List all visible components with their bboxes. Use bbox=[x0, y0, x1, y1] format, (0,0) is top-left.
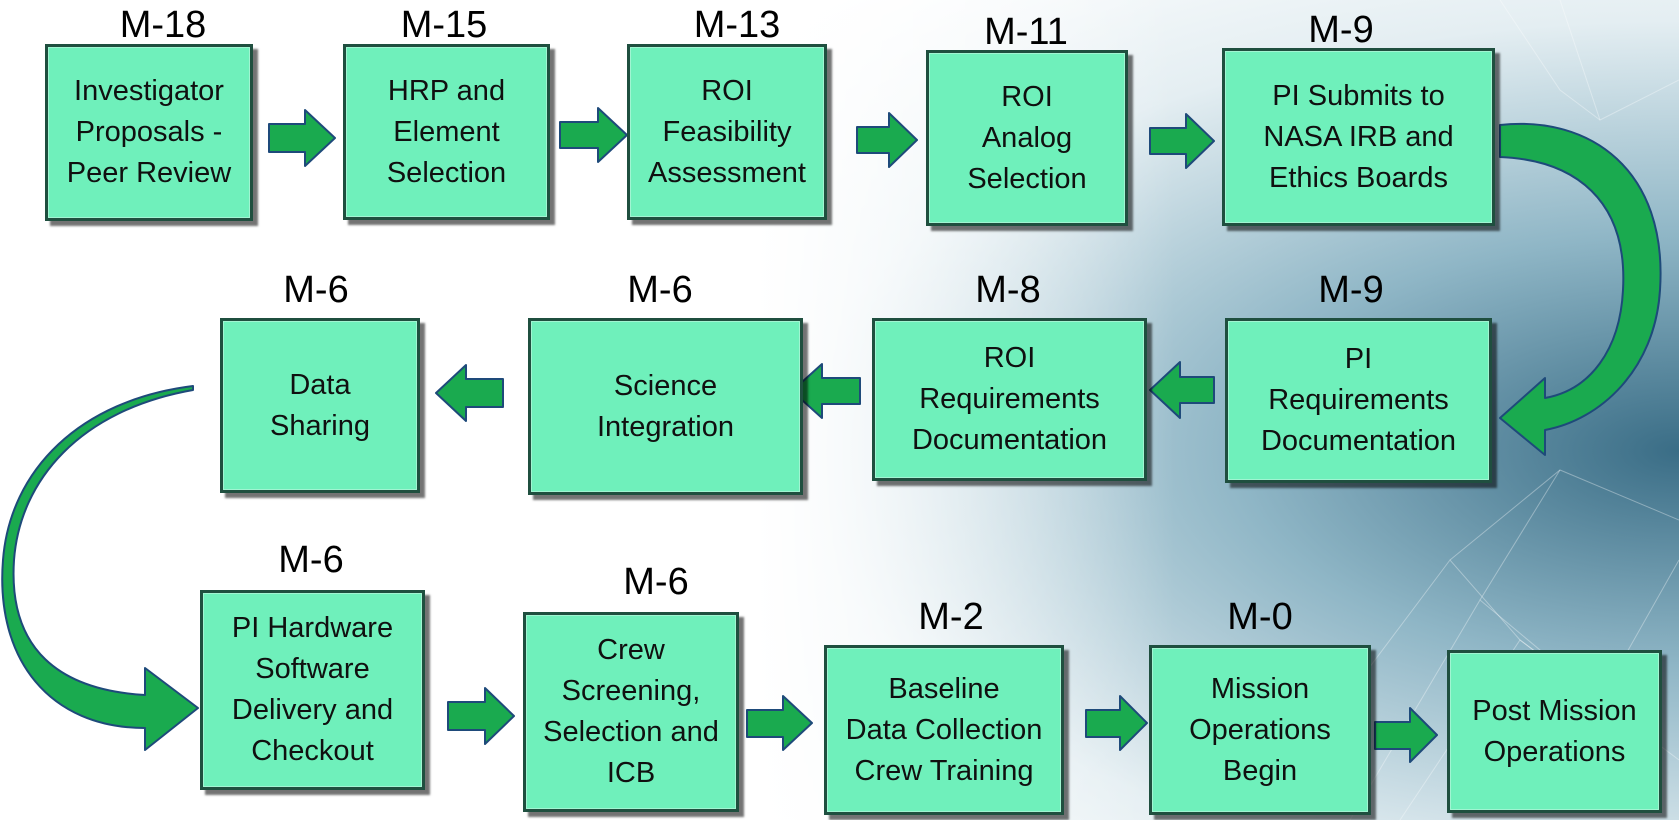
step-line: Investigator bbox=[74, 75, 224, 107]
step-line: Checkout bbox=[251, 735, 374, 767]
step-box-investigator-proposals: Investigator Proposals - Peer Review bbox=[45, 44, 253, 221]
step-text: Crew Screening, Selection and ICB bbox=[543, 630, 719, 794]
step-text: ROI Analog Selection bbox=[967, 77, 1086, 200]
step-box-baseline-data-collection: Baseline Data Collection Crew Training bbox=[824, 645, 1064, 815]
step-line: Data Collection bbox=[845, 713, 1043, 746]
step-text: PI Requirements Documentation bbox=[1261, 339, 1456, 462]
milestone-label: M-9 bbox=[1318, 269, 1384, 311]
step-line: Assessment bbox=[648, 156, 806, 189]
arrow-left-icon bbox=[435, 364, 504, 422]
step-line: Science bbox=[613, 369, 718, 402]
arrow-right-icon bbox=[559, 107, 628, 163]
step-box-pi-requirements: PI Requirements Documentation bbox=[1225, 318, 1492, 483]
step-line: Baseline bbox=[888, 672, 1000, 705]
step-line: Operations bbox=[1483, 735, 1626, 768]
arrow-left-icon bbox=[1149, 361, 1215, 419]
milestone-label: M-13 bbox=[693, 4, 781, 46]
step-line: Operations bbox=[1189, 713, 1331, 746]
step-box-roi-feasibility: ROI Feasibility Assessment bbox=[627, 44, 827, 220]
step-line: Feasibility bbox=[662, 115, 792, 148]
step-line: ROI bbox=[983, 342, 1036, 374]
milestone-label: M-18 bbox=[119, 4, 207, 46]
step-box-hrp-element-selection: HRP and Element Selection bbox=[343, 44, 550, 220]
step-line: Data bbox=[289, 368, 351, 401]
step-line: Element bbox=[393, 115, 500, 148]
milestone-label: M-11 bbox=[984, 11, 1068, 53]
step-text: Investigator Proposals - Peer Review bbox=[67, 71, 231, 194]
milestone-label: M-6 bbox=[623, 561, 689, 603]
step-line: Software bbox=[255, 653, 370, 685]
step-line: Crew bbox=[597, 634, 665, 666]
step-line: ROI bbox=[1001, 80, 1053, 113]
step-text: PI Hardware Software Delivery and Checko… bbox=[232, 608, 393, 772]
step-line: Screening, bbox=[561, 675, 701, 707]
step-line: Crew Training bbox=[854, 754, 1034, 787]
step-text: PI Submits to NASA IRB and Ethics Boards bbox=[1263, 76, 1453, 199]
step-line: Requirements bbox=[919, 383, 1100, 415]
step-text: Mission Operations Begin bbox=[1189, 669, 1331, 792]
step-box-roi-analog-selection: ROI Analog Selection bbox=[926, 50, 1128, 226]
curved-arrow-icon bbox=[1499, 122, 1662, 456]
step-text: Baseline Data Collection Crew Training bbox=[846, 669, 1043, 792]
milestone-label: M-0 bbox=[1227, 596, 1293, 638]
step-line: Documentation bbox=[911, 424, 1108, 456]
step-text: Science Integration bbox=[597, 366, 734, 448]
step-line: PI Hardware bbox=[231, 612, 394, 644]
arrow-right-icon bbox=[1085, 695, 1148, 751]
step-line: Peer Review bbox=[66, 157, 232, 189]
step-box-crew-screening: Crew Screening, Selection and ICB bbox=[523, 612, 739, 812]
milestone-label: M-6 bbox=[283, 269, 349, 311]
step-text: Post Mission Operations bbox=[1472, 691, 1636, 773]
step-line: Analog bbox=[981, 121, 1073, 154]
step-line: Selection and bbox=[543, 716, 719, 748]
step-box-pi-hardware-delivery: PI Hardware Software Delivery and Checko… bbox=[200, 590, 425, 790]
milestone-label: M-6 bbox=[627, 269, 693, 311]
step-box-roi-requirements: ROI Requirements Documentation bbox=[872, 318, 1147, 481]
arrow-right-icon bbox=[1149, 113, 1215, 169]
step-box-post-mission-operations: Post Mission Operations bbox=[1447, 650, 1662, 813]
step-box-mission-operations-begin: Mission Operations Begin bbox=[1149, 645, 1371, 815]
arrow-right-icon bbox=[447, 687, 515, 745]
step-line: ROI bbox=[701, 74, 753, 107]
step-line: Selection bbox=[386, 156, 507, 189]
arrow-left-icon bbox=[791, 363, 861, 419]
arrow-right-icon bbox=[746, 695, 813, 751]
step-line: Proposals - bbox=[75, 116, 223, 148]
step-line: PI Submits to bbox=[1272, 79, 1445, 112]
step-line: Sharing bbox=[270, 409, 370, 442]
step-line: Mission bbox=[1210, 672, 1310, 705]
step-line: Selection bbox=[967, 162, 1087, 195]
step-line: Begin bbox=[1222, 754, 1298, 787]
step-line: Integration bbox=[596, 410, 735, 443]
milestone-label: M-15 bbox=[400, 4, 488, 46]
step-line: HRP and bbox=[387, 74, 506, 107]
step-line: NASA IRB and bbox=[1263, 120, 1454, 153]
step-box-science-integration: Science Integration bbox=[528, 318, 803, 495]
step-text: ROI Requirements Documentation bbox=[912, 338, 1107, 461]
milestone-label: M-6 bbox=[278, 539, 344, 581]
step-line: Requirements bbox=[1268, 384, 1449, 416]
step-text: Data Sharing bbox=[270, 365, 370, 447]
step-text: ROI Feasibility Assessment bbox=[648, 71, 806, 194]
milestone-label: M-2 bbox=[918, 596, 984, 638]
milestone-label: M-8 bbox=[975, 269, 1041, 311]
step-line: ICB bbox=[606, 757, 656, 789]
step-text: HRP and Element Selection bbox=[387, 71, 506, 194]
step-line: Delivery and bbox=[231, 694, 394, 726]
arrow-right-icon bbox=[268, 109, 336, 167]
arrow-right-icon bbox=[856, 112, 918, 168]
step-line: Ethics Boards bbox=[1269, 161, 1448, 194]
step-line: Post Mission bbox=[1472, 694, 1637, 727]
step-line: PI bbox=[1344, 343, 1373, 375]
step-box-data-sharing: Data Sharing bbox=[220, 318, 420, 493]
arrow-right-icon bbox=[1374, 707, 1438, 763]
step-box-pi-submits-irb: PI Submits to NASA IRB and Ethics Boards bbox=[1222, 48, 1495, 226]
milestone-label: M-9 bbox=[1308, 9, 1374, 51]
curved-arrow-icon bbox=[1, 385, 199, 751]
step-line: Documentation bbox=[1260, 425, 1457, 457]
